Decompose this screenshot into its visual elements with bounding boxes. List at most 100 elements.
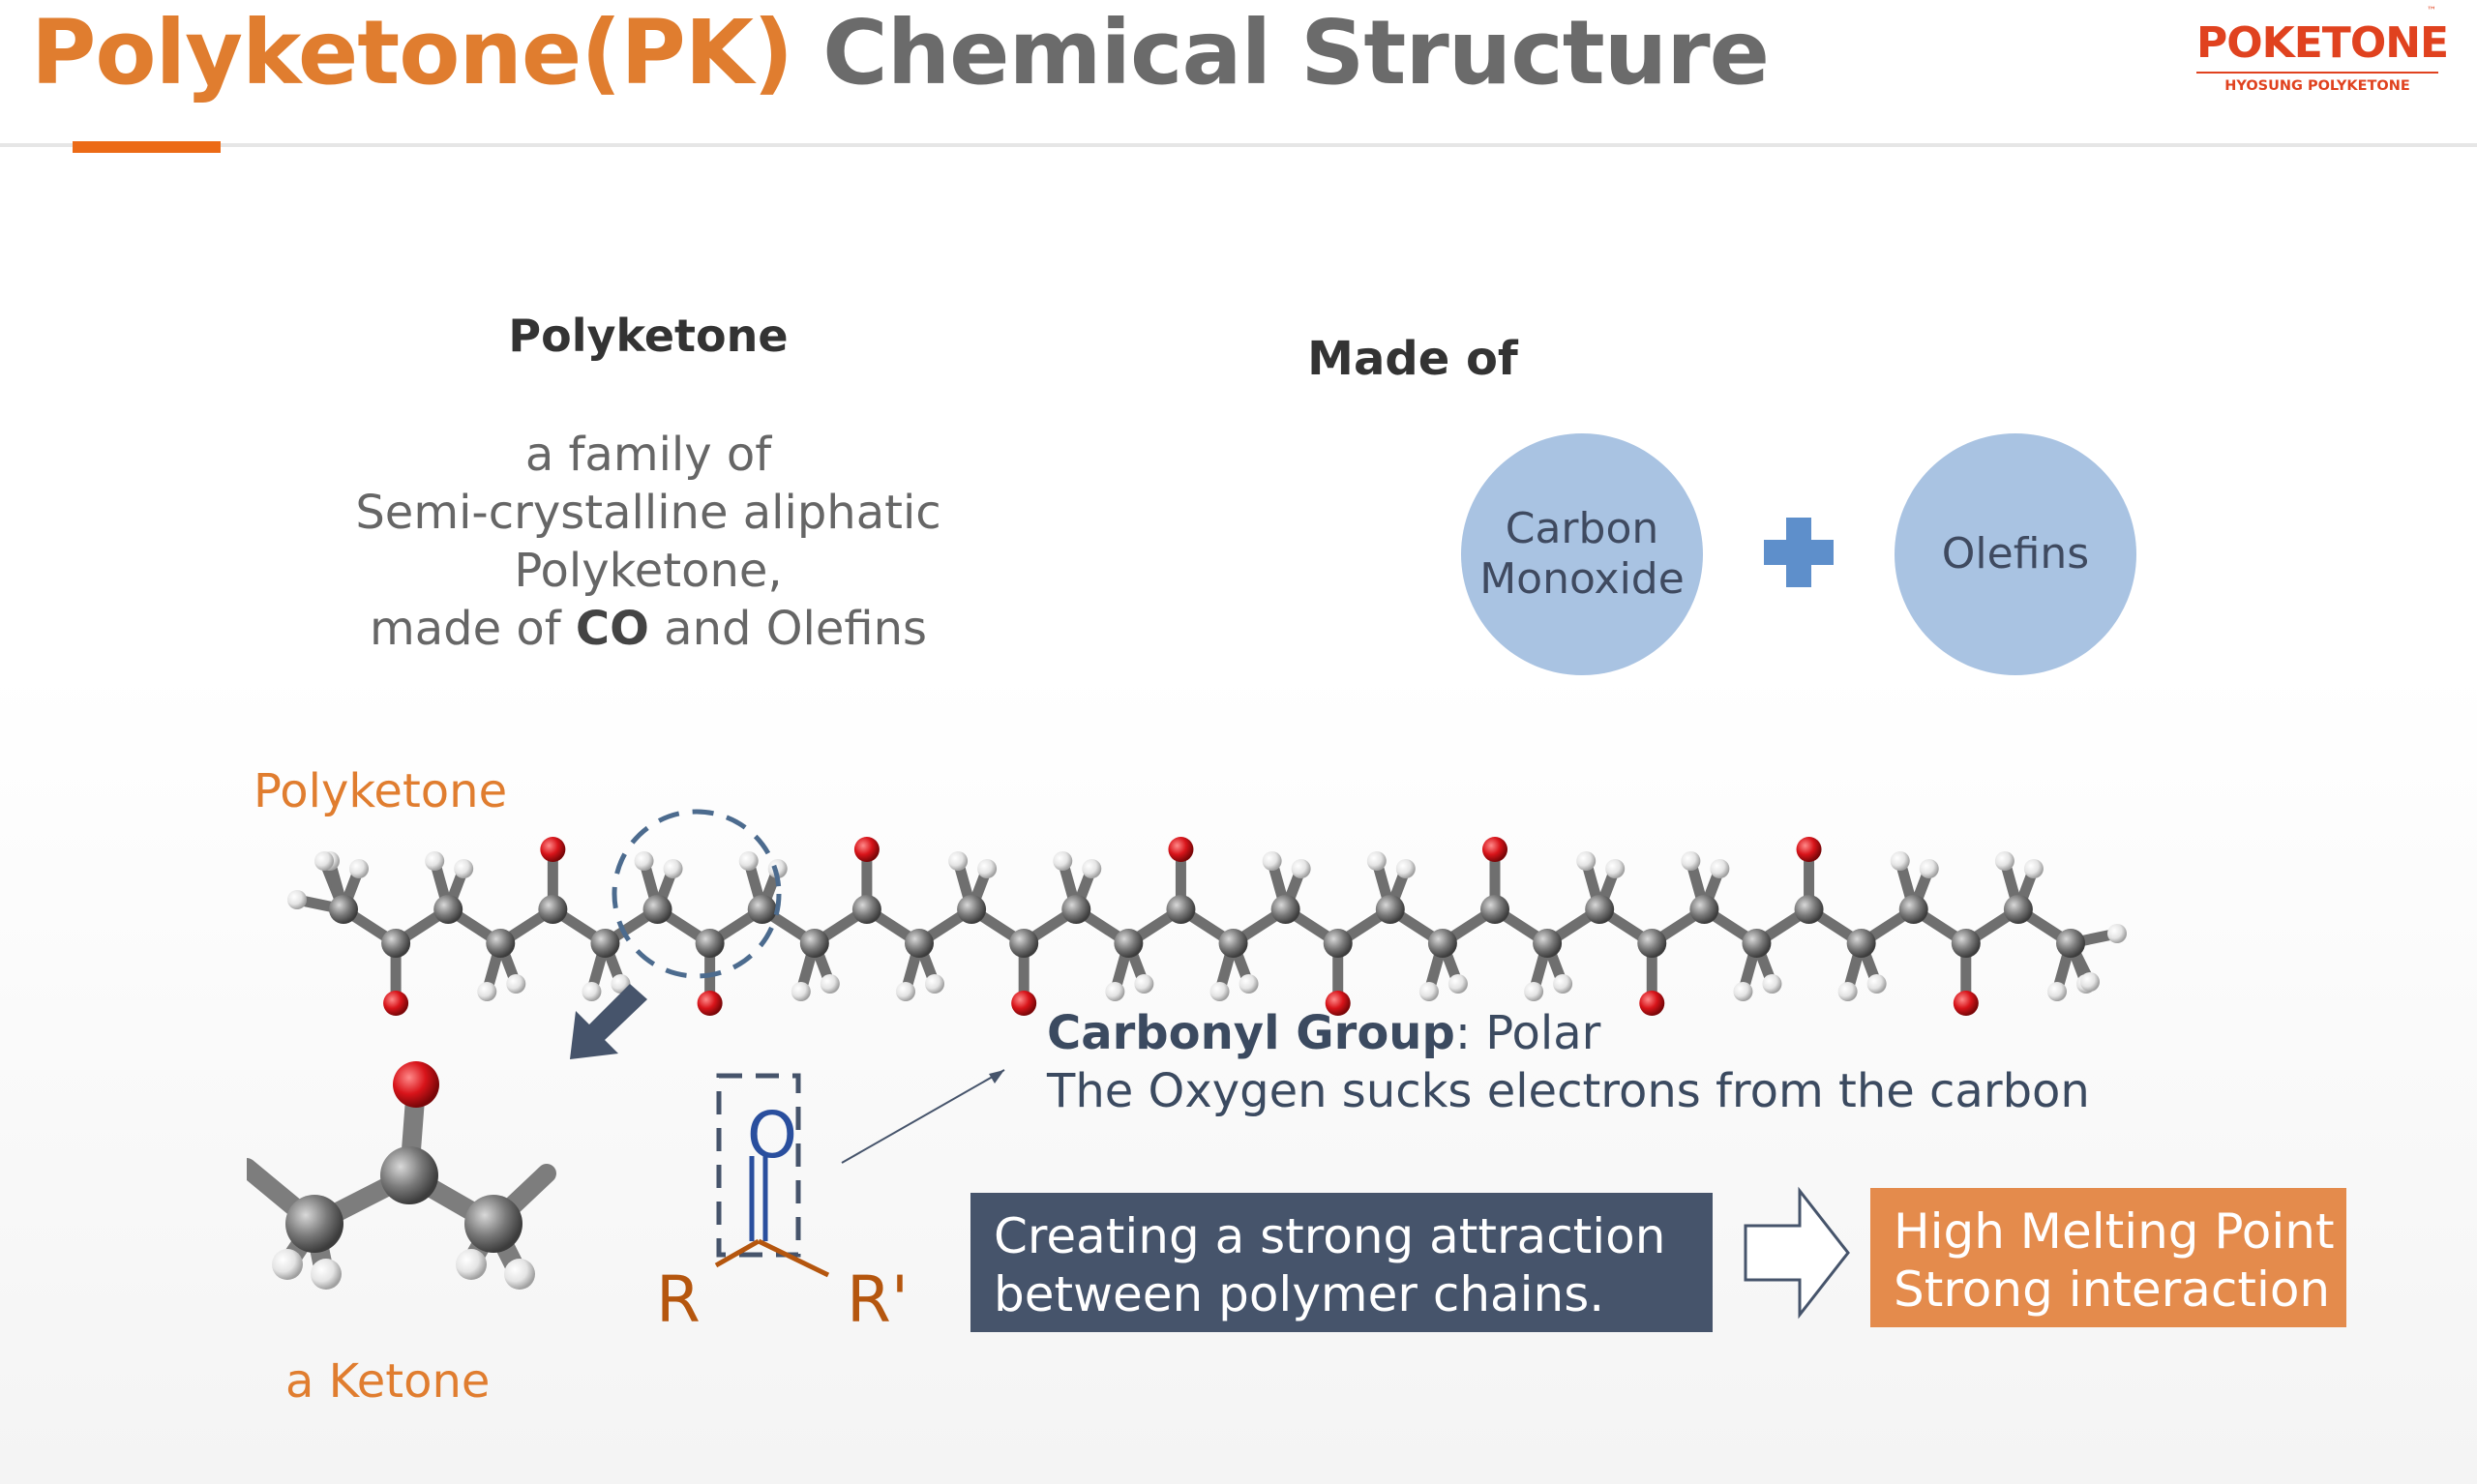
oxygen-atom — [1168, 837, 1194, 862]
carbon-atom — [1846, 929, 1876, 958]
hydrogen-atom — [349, 859, 369, 878]
carbonyl-group-polar: : Polar — [1454, 1006, 1601, 1060]
carbon-atom — [1951, 929, 1981, 958]
hydrogen-atom — [1605, 859, 1626, 878]
formula-r-left: R — [656, 1262, 701, 1337]
carbon-monoxide-line-1: Carbon — [1505, 504, 1659, 553]
carbon-atom — [957, 895, 987, 924]
definition-line-2: Semi-crystalline aliphatic — [355, 486, 941, 540]
carbon-atom — [486, 929, 516, 958]
carbonyl-group-bold: Carbonyl Group — [1047, 1006, 1455, 1060]
hydrogen-atom — [820, 974, 840, 994]
carbon-atom — [1689, 895, 1719, 924]
carbon-atom — [2003, 895, 2033, 924]
carbon-atom — [1533, 929, 1563, 958]
hydrogen-atom — [1524, 982, 1544, 1001]
carbon-atom — [1637, 929, 1667, 958]
hydrogen-atom — [1890, 851, 1910, 871]
attraction-line-2: between polymer chains. — [994, 1266, 1605, 1322]
hydrogen-atom — [767, 859, 788, 878]
ketone-molecule — [247, 1061, 556, 1290]
carbon-monoxide-circle: Carbon Monoxide — [1461, 433, 1703, 675]
logo-trademark: ™ — [2427, 6, 2436, 16]
hydrogen-atom — [1418, 982, 1439, 1001]
carbonyl-group-title: Carbonyl Group: Polar — [1047, 1006, 1600, 1060]
arrow-right-icon — [1744, 1186, 1850, 1320]
oxygen-atom — [1796, 837, 1822, 862]
attraction-box: Creating a strong attraction between pol… — [970, 1193, 1713, 1332]
hydrogen-atom — [425, 851, 445, 871]
hydrogen-atom — [287, 890, 307, 909]
formula-oxygen: O — [747, 1098, 797, 1172]
oxygen-atom — [1482, 837, 1507, 862]
oxygen-atom — [853, 837, 880, 862]
oxygen-atom — [1325, 991, 1351, 1016]
hydrogen-atom — [1447, 974, 1468, 994]
plus-icon — [1764, 518, 1834, 587]
hydrogen-atom — [791, 982, 811, 1001]
highlight-dashed-circle — [612, 809, 782, 979]
carbon-atom — [695, 929, 725, 958]
definition-text: a family of Semi-crystalline aliphatic P… — [329, 426, 968, 658]
carbon-atom — [381, 929, 411, 958]
carbon-atom — [1375, 895, 1405, 924]
carbon-atom — [1794, 895, 1824, 924]
carbonyl-description: The Oxygen sucks electrons from the carb… — [1047, 1064, 2090, 1118]
hydrogen-atom — [663, 859, 683, 878]
result-line-2: Strong interaction — [1894, 1261, 2331, 1318]
formula-r-right: R' — [847, 1262, 910, 1337]
oxygen-atom — [383, 991, 409, 1016]
definition-line-4-pre: made of — [369, 602, 576, 656]
hydrogen-atom — [1238, 974, 1259, 994]
hydrogen-atom — [506, 974, 526, 994]
carbon-atom — [799, 929, 829, 958]
carbon-atom — [1114, 929, 1144, 958]
oxygen-atom — [1639, 991, 1665, 1016]
hydrogen-atom — [454, 859, 474, 878]
logo-brand: POKETONE — [2196, 18, 2449, 68]
oxygen-atom — [540, 837, 566, 862]
attraction-line-1: Creating a strong attraction — [994, 1208, 1666, 1264]
carbon-atom — [329, 895, 358, 924]
hydrogen-atom — [582, 982, 602, 1001]
title-chemical-structure: Chemical Structure — [822, 1, 1770, 104]
hydrogen-atom — [1681, 851, 1701, 871]
hydrogen-atom — [925, 974, 944, 994]
carbonyl-formula-diagram — [714, 1069, 1005, 1278]
carbon-atom — [538, 895, 568, 924]
hydrogen-atom — [314, 851, 334, 871]
hydrogen-atom — [1395, 859, 1416, 878]
olefins-label: Olefins — [1941, 529, 2090, 579]
hydrogen-atom — [1291, 859, 1311, 878]
hydrogen-atom — [1866, 974, 1887, 994]
carbon-atom — [1166, 895, 1196, 924]
definition-line-4-post: and Olefins — [648, 602, 928, 656]
hydrogen-atom — [738, 851, 759, 871]
carbon-atom — [851, 895, 881, 924]
definition-co-bold: CO — [575, 602, 649, 656]
hydrogen-atom — [1105, 982, 1125, 1001]
hydrogen-atom — [1209, 982, 1230, 1001]
carbon-atom — [1323, 929, 1353, 958]
hydrogen-atom — [634, 851, 654, 871]
header-accent-bar — [73, 141, 221, 153]
carbonyl-dashed-box — [716, 1073, 801, 1258]
hydrogen-atom — [1082, 859, 1102, 878]
hydrogen-atom — [1053, 851, 1073, 871]
hydrogen-atom — [1710, 859, 1730, 878]
oxygen-atom — [1953, 991, 1979, 1016]
oxygen-atom — [1011, 991, 1037, 1016]
carbon-atom — [1009, 929, 1039, 958]
definition-line-4: made of CO and Olefins — [329, 600, 968, 658]
hydrogen-atom — [2047, 982, 2067, 1001]
made-of-heading: Made of — [1307, 332, 1518, 386]
hydrogen-atom — [2080, 972, 2100, 992]
result-line-1: High Melting Point — [1894, 1203, 2335, 1260]
arrow-down-left-icon — [570, 984, 647, 1059]
polyketone-chain-molecule — [287, 809, 2127, 1016]
carbon-atom — [1480, 895, 1509, 924]
hydrogen-atom — [1919, 859, 1939, 878]
hydrogen-atom — [1262, 851, 1282, 871]
carbon-atom — [1270, 895, 1300, 924]
result-box: High Melting Point Strong interaction — [1870, 1188, 2346, 1327]
